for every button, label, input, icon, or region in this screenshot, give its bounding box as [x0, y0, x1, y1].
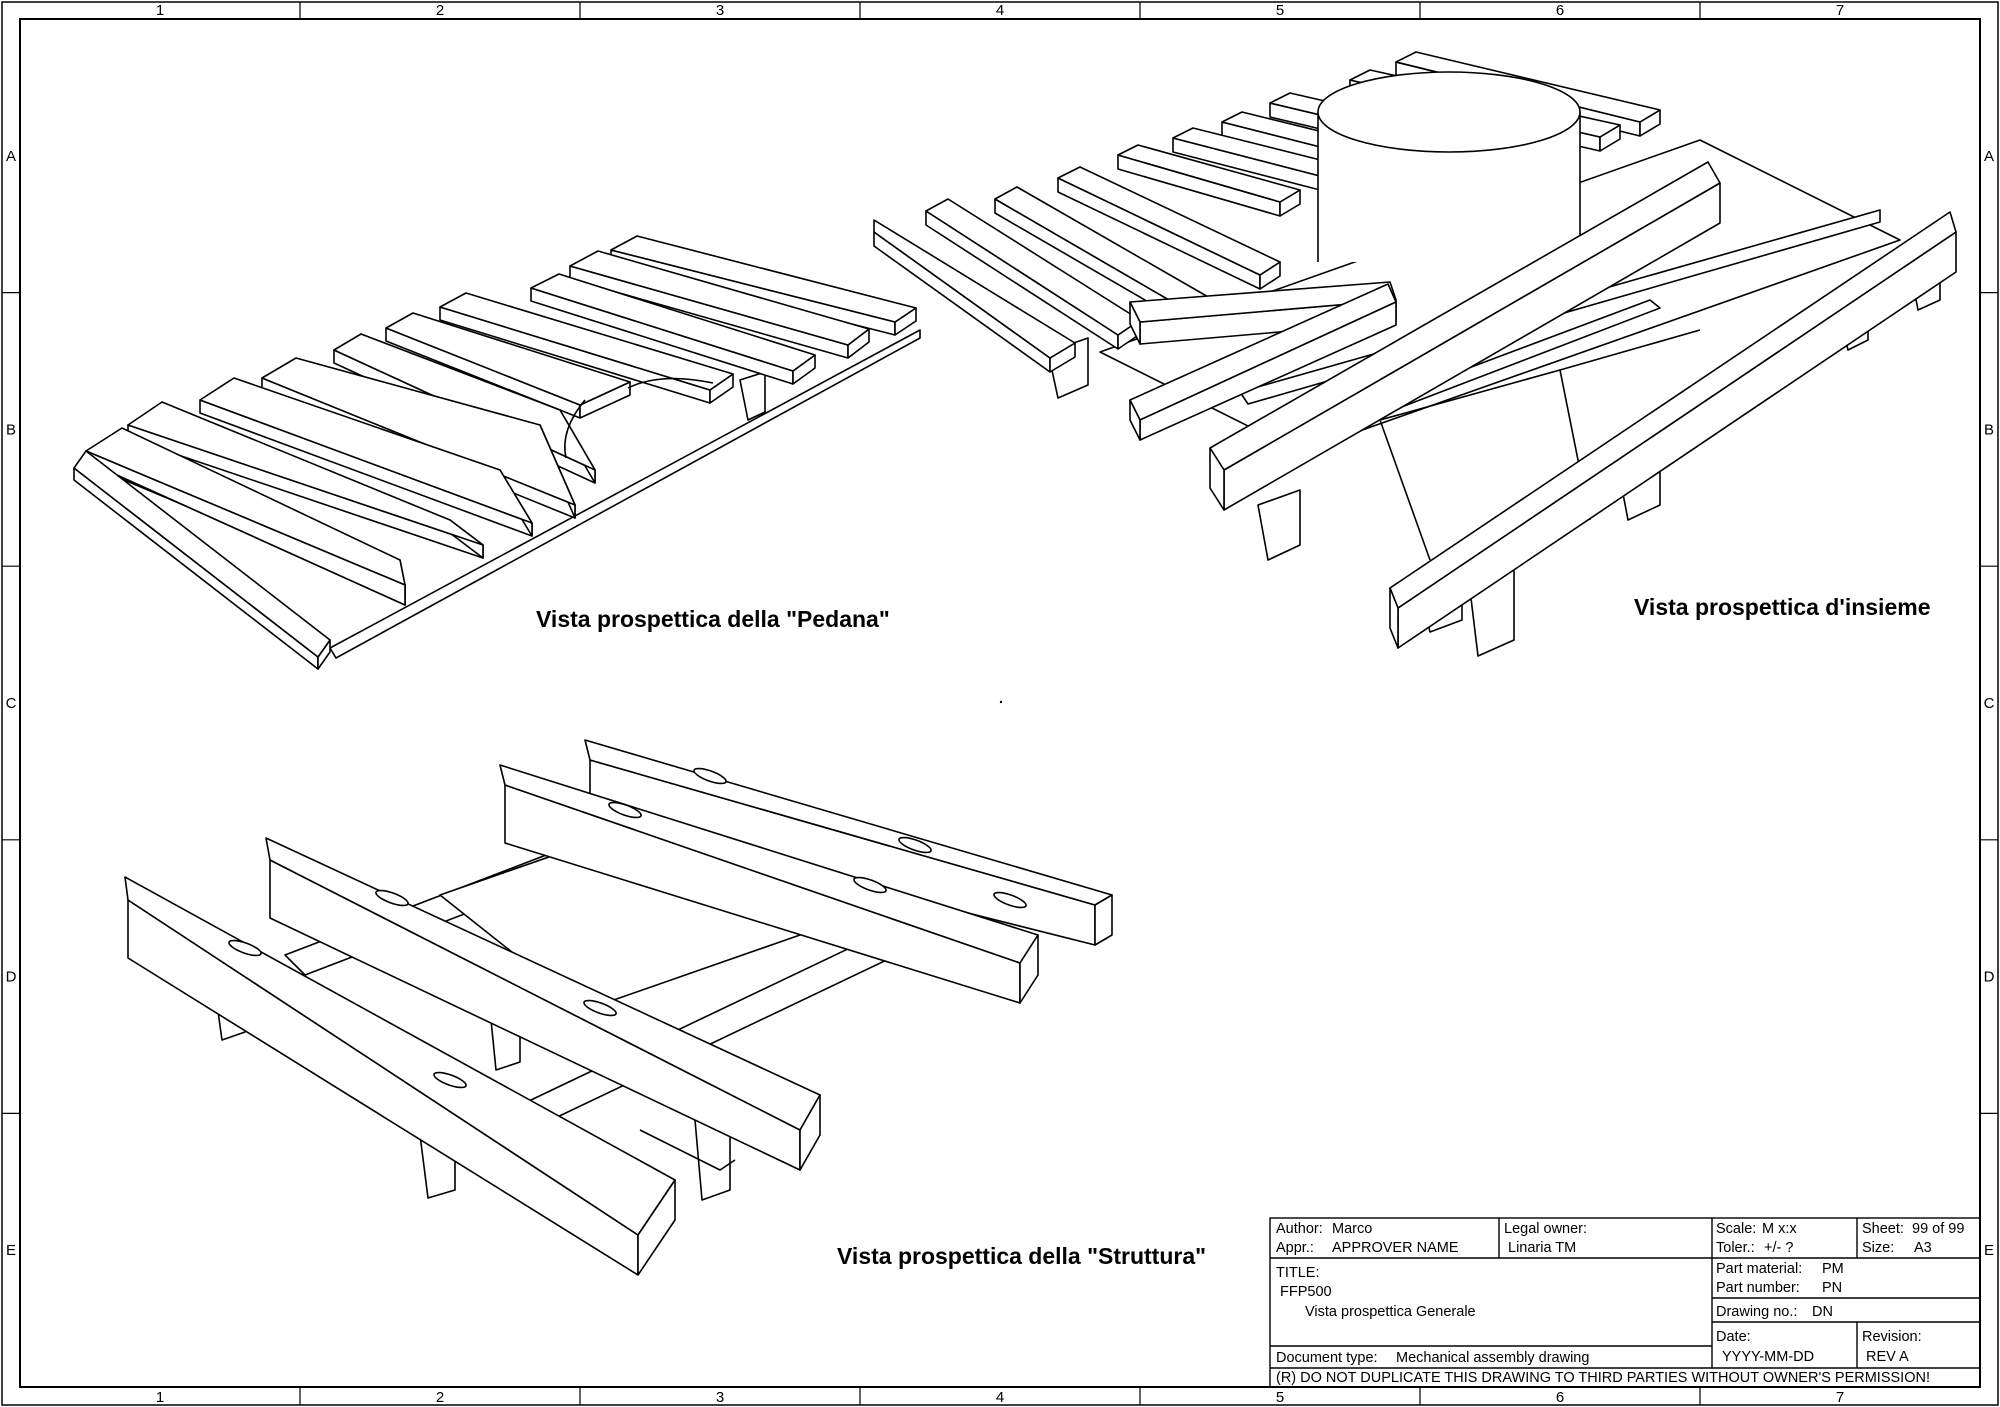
insieme-caption: Vista prospettica d'insieme: [1634, 594, 1930, 620]
sheet-value: 99 of 99: [1912, 1221, 1964, 1237]
zone-row-left: E: [6, 1242, 16, 1259]
zone-row-left: B: [6, 421, 16, 438]
inner-border: [19, 18, 1981, 1388]
size-label: Size:: [1862, 1240, 1894, 1256]
top-rail: [1129, 283, 1397, 441]
zone-row-right: D: [1984, 969, 1995, 986]
zone-row-right: A: [1984, 148, 1994, 165]
deck-board: [1057, 166, 1281, 290]
part-number-value: PN: [1822, 1280, 1842, 1296]
zone-col-top: 4: [996, 2, 1004, 19]
zone-row-left: A: [6, 148, 16, 165]
zone-col-bottom: 3: [716, 1389, 724, 1406]
size-value: A3: [1914, 1240, 1932, 1256]
title-text: Vista prospettica Generale: [1305, 1304, 1476, 1320]
zone-row-right: B: [1984, 421, 1994, 438]
zone-row-left: C: [6, 695, 17, 712]
drawing-no-label: Drawing no.:: [1716, 1304, 1797, 1320]
title-label: TITLE:: [1276, 1265, 1320, 1281]
zone-row-right: C: [1984, 695, 1995, 712]
drawing-no-value: DN: [1812, 1304, 1833, 1320]
struttura-view: [124, 739, 1113, 1276]
approver-value: APPROVER NAME: [1332, 1240, 1459, 1256]
beam-slot: [228, 939, 262, 957]
top-rail: [1209, 161, 1721, 511]
deck-board: [439, 292, 734, 404]
deck-board: [127, 401, 484, 559]
date-label: Date:: [1716, 1329, 1751, 1345]
legal-owner-value: Linaria TM: [1508, 1240, 1576, 1256]
beam-slot: [693, 767, 727, 785]
legal-owner-label: Legal owner:: [1504, 1221, 1587, 1237]
title-block-text: Author: Marco Appr.: APPROVER NAME Legal…: [1276, 1221, 1964, 1386]
beam-slot: [375, 889, 409, 907]
beam-slot: [433, 1071, 467, 1089]
tolerance-label: Toler.:: [1716, 1240, 1755, 1256]
tolerance-value: +/- ?: [1764, 1240, 1793, 1256]
sheet-label: Sheet:: [1862, 1221, 1904, 1237]
deck-board: [569, 250, 870, 359]
zone-col-bottom: 7: [1836, 1389, 1844, 1406]
revision-label: Revision:: [1862, 1329, 1922, 1345]
part-material-value: PM: [1822, 1261, 1844, 1277]
zone-col-top: 5: [1276, 2, 1284, 19]
author-value: Marco: [1332, 1221, 1372, 1237]
structure-beam: [265, 837, 821, 1171]
zone-col-top: 6: [1556, 2, 1564, 19]
beam-slot: [583, 999, 617, 1017]
zone-col-bottom: 6: [1556, 1389, 1564, 1406]
part-material-label: Part material:: [1716, 1261, 1802, 1277]
stray-dot: [999, 700, 1003, 704]
pedana-view: [73, 235, 921, 670]
zone-row-left: D: [6, 969, 17, 986]
doc-type-label: Document type:: [1276, 1350, 1378, 1366]
insieme-view: [873, 51, 1957, 657]
author-label: Author:: [1276, 1221, 1323, 1237]
beam-slot: [608, 801, 642, 819]
zone-col-top: 3: [716, 2, 724, 19]
structure-beam: [124, 876, 676, 1276]
structure-beam: [499, 764, 1039, 1004]
title-block: [1269, 1217, 1981, 1388]
zone-col-bottom: 2: [436, 1389, 444, 1406]
zone-col-bottom: 1: [156, 1389, 164, 1406]
deck-board: [610, 235, 917, 336]
deck-board: [925, 198, 1141, 350]
pedana-caption: Vista prospettica della "Pedana": [536, 606, 890, 632]
revision-value: REV A: [1866, 1349, 1909, 1365]
zone-row-right: E: [1984, 1242, 1994, 1259]
deck-board: [199, 377, 533, 537]
zone-col-top: 7: [1836, 2, 1844, 19]
date-value: YYYY-MM-DD: [1722, 1349, 1814, 1365]
scale-label: Scale:: [1716, 1221, 1756, 1237]
beam-slot: [853, 876, 887, 894]
zone-col-bottom: 4: [996, 1389, 1004, 1406]
zone-col-bottom: 5: [1276, 1389, 1284, 1406]
doc-type-value: Mechanical assembly drawing: [1396, 1350, 1589, 1366]
zone-col-top: 2: [436, 2, 444, 19]
title-code: FFP500: [1280, 1284, 1332, 1300]
struttura-caption: Vista prospettica della "Struttura": [837, 1243, 1206, 1269]
scale-value: M x:x: [1762, 1221, 1797, 1237]
deck-board: [385, 312, 631, 419]
deck-board: [873, 219, 1076, 373]
deck-board: [73, 450, 331, 670]
duplication-notice: (R) DO NOT DUPLICATE THIS DRAWING TO THI…: [1276, 1370, 1930, 1386]
approver-label: Appr.:: [1276, 1240, 1314, 1256]
zone-col-top: 1: [156, 2, 164, 19]
beam-slot: [898, 836, 932, 854]
beam-slot: [993, 891, 1027, 909]
deck-board: [1117, 144, 1301, 217]
top-rail: [1389, 211, 1957, 649]
part-number-label: Part number:: [1716, 1280, 1800, 1296]
deck-board: [530, 273, 816, 385]
